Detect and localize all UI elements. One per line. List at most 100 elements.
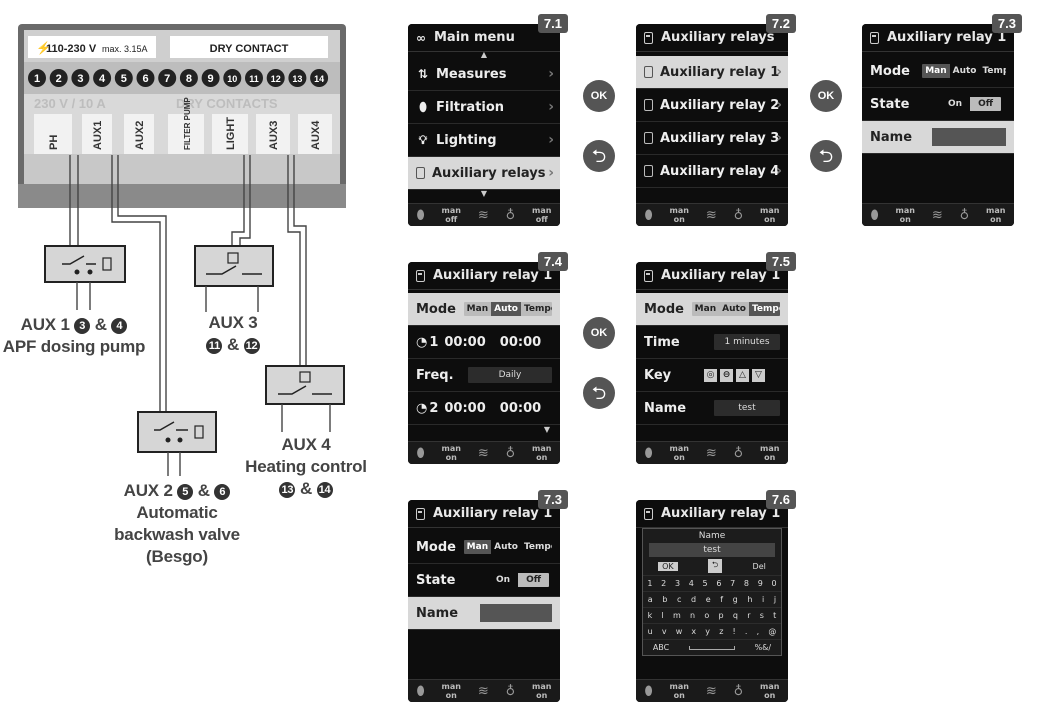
keyboard-key[interactable]: 2 — [661, 579, 667, 588]
keyboard-key[interactable]: g — [732, 595, 738, 604]
keyboard-input[interactable]: test — [649, 543, 775, 557]
back-button[interactable]: ⮌ — [810, 140, 842, 172]
keyboard-key[interactable]: f — [720, 595, 724, 604]
ok-button[interactable]: OK — [583, 80, 615, 112]
name-field[interactable] — [932, 128, 1006, 146]
terminal-number — [310, 69, 329, 87]
name-row[interactable]: Name — [408, 597, 560, 630]
down-key-icon[interactable]: ▽ — [752, 368, 765, 382]
start-time-1[interactable]: 00:00 — [444, 334, 486, 350]
keyboard-key[interactable]: p — [718, 611, 724, 620]
keyboard-key[interactable]: 6 — [716, 579, 722, 588]
keyboard-key[interactable]: n — [690, 611, 696, 620]
keyboard-key[interactable]: ! — [732, 627, 736, 636]
keyboard-abc-key[interactable]: ABC — [652, 643, 670, 652]
keyboard-key[interactable]: j — [773, 595, 777, 604]
keyboard-ok-button[interactable]: OK — [658, 561, 678, 571]
mode-selector[interactable]: ManAutoTempo — [463, 540, 552, 554]
ok-key-icon[interactable]: ◎ — [704, 368, 717, 382]
keyboard-key[interactable]: u — [647, 627, 653, 636]
end-time-2[interactable]: 00:00 — [499, 400, 542, 416]
menu-item-auxiliary-relays[interactable]: Auxiliary relays› — [408, 157, 560, 190]
space-key[interactable] — [688, 645, 735, 650]
keyboard-key[interactable]: a — [647, 595, 653, 604]
keyboard-key[interactable]: w — [675, 627, 683, 636]
pump-icon: ⬮ — [644, 683, 653, 699]
keyboard-delete-button[interactable]: Del — [752, 561, 766, 571]
keyboard-key[interactable]: v — [661, 627, 667, 636]
keyboard-key[interactable]: k — [647, 611, 653, 620]
relay-item-3[interactable]: Auxiliary relay 3› — [636, 122, 788, 155]
back-button[interactable]: ⮌ — [583, 140, 615, 172]
keyboard-key[interactable]: 7 — [730, 579, 736, 588]
mode-selector[interactable]: ManAutoTempo — [463, 302, 552, 316]
keyboard-key[interactable]: 0 — [771, 579, 777, 588]
mode-row[interactable]: Mode ManAutoTempo — [636, 293, 788, 326]
keyboard-back-icon[interactable]: ⮌ — [707, 559, 723, 573]
name-row[interactable]: Name — [862, 121, 1014, 154]
end-time-1[interactable]: 00:00 — [499, 334, 542, 350]
keyboard-key[interactable]: m — [673, 611, 681, 620]
key-row[interactable]: Key ◎ ⊖ △ ▽ — [636, 359, 788, 392]
keyboard-key[interactable]: 8 — [743, 579, 750, 588]
keyboard-key[interactable]: q — [732, 611, 738, 620]
keyboard-key[interactable]: 3 — [674, 579, 681, 588]
time-value[interactable]: 1 minutes — [714, 334, 780, 350]
keyboard-key[interactable]: i — [762, 595, 765, 604]
keyboard-key[interactable]: b — [662, 595, 668, 604]
keyboard-key[interactable]: e — [705, 595, 711, 604]
menu-item-filtration[interactable]: ⬮Filtration› — [408, 91, 560, 124]
keyboard-key[interactable]: @ — [768, 627, 777, 636]
name-field[interactable] — [480, 604, 552, 622]
mode-row[interactable]: Mode ManAutoTempo — [862, 55, 1014, 88]
menu-item-lighting[interactable]: 💡︎Lighting› — [408, 124, 560, 157]
frequency-row[interactable]: Freq.Daily — [408, 359, 560, 392]
back-key-icon[interactable]: ⊖ — [720, 368, 733, 382]
keyboard-symbols-key[interactable]: %&/ — [754, 643, 772, 652]
keyboard-key[interactable]: x — [691, 627, 697, 636]
terminal-number — [71, 69, 90, 87]
ok-button[interactable]: OK — [583, 317, 615, 349]
mode-selector[interactable]: ManAutoTempo — [922, 64, 1006, 78]
menu-item-measures[interactable]: ⇅Measures› — [408, 58, 560, 91]
keyboard-key[interactable]: t — [773, 611, 777, 620]
name-value[interactable]: test — [714, 400, 780, 416]
start-time-2[interactable]: 00:00 — [444, 400, 486, 416]
mode-row[interactable]: Mode ManAutoTempo — [408, 531, 560, 564]
keyboard-key[interactable]: s — [759, 611, 764, 620]
keyboard-key[interactable]: y — [705, 627, 711, 636]
mode-row[interactable]: Mode ManAutoTempo — [408, 293, 560, 326]
back-button[interactable]: ⮌ — [583, 377, 615, 409]
keyboard-key[interactable]: z — [719, 627, 724, 636]
keyboard-key[interactable]: . — [744, 627, 748, 636]
ok-button[interactable]: OK — [810, 80, 842, 112]
mode-selector[interactable]: ManAutoTempo — [691, 302, 780, 316]
keyboard-key[interactable]: d — [691, 595, 697, 604]
keyboard-key[interactable]: c — [677, 595, 682, 604]
frequency-value[interactable]: Daily — [468, 367, 552, 383]
keyboard-key[interactable]: 4 — [688, 579, 694, 588]
relay-item-1[interactable]: Auxiliary relay 1› — [636, 56, 788, 89]
relay-item-4[interactable]: Auxiliary relay 4› — [636, 155, 788, 188]
keyboard-key[interactable]: , — [756, 627, 760, 636]
keyboard-key[interactable]: 9 — [757, 579, 763, 588]
keyboard-key[interactable]: l — [661, 611, 664, 620]
keyboard-key[interactable]: o — [704, 611, 710, 620]
up-key-icon[interactable]: △ — [736, 368, 749, 382]
relay-item-2[interactable]: Auxiliary relay 2› — [636, 89, 788, 122]
keyboard-key[interactable]: 5 — [702, 579, 708, 588]
keyboard-key[interactable]: r — [747, 611, 751, 620]
keyboard-key[interactable]: h — [747, 595, 753, 604]
keyboard-key[interactable]: 1 — [647, 579, 653, 588]
terminal-number-label: 9 — [208, 73, 214, 85]
pump-icon: ⬮ — [416, 445, 425, 461]
